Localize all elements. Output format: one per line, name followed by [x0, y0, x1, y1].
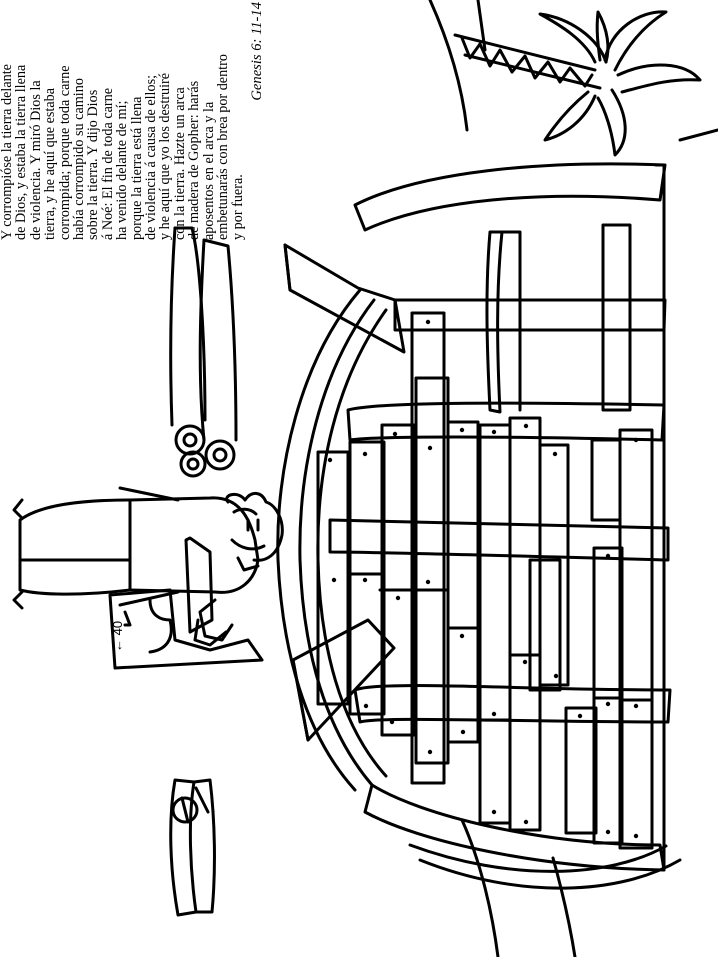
verse-line: de violencia á causa de ellos; — [143, 74, 160, 240]
verse-line: de Dios, y estaba la tierra llena — [13, 64, 30, 240]
verse-line: corrompida; porque toda carne — [56, 65, 73, 240]
verse-line: á Noé: El fin de toda carne — [99, 87, 116, 240]
verse-line: y he aquí que yo los destruiré — [157, 72, 174, 240]
ark-planks — [316, 311, 654, 850]
ground-lines — [428, 0, 718, 957]
small-logs — [169, 778, 216, 917]
bible-verse: Y corrompióse la tierra delante de Dios,… — [0, 0, 310, 240]
verse-line: porque la tierra está llena — [128, 96, 145, 240]
verse-line: ha venido delante de mí; — [114, 100, 131, 240]
plan-label: ← 40 — [110, 621, 125, 652]
verse-line: tierra, y he aquí que estaba — [42, 87, 59, 240]
verse-line: con la tierra. Hazte un arca — [171, 87, 188, 240]
palm-tree — [453, 10, 702, 157]
verse-line: de violencia. Y miró Dios la — [27, 80, 44, 240]
verse-line: y por fuera. — [229, 174, 246, 240]
verse-line: embetunarás con brea por dentro — [215, 54, 232, 240]
verse-line: había corrompido su camino — [71, 78, 88, 240]
verse-line: Y corrompióse la tierra delante — [0, 64, 15, 240]
ark-posts — [485, 163, 666, 872]
verse-line: aposentos en el arca y la — [200, 101, 217, 240]
ark-ramps — [283, 243, 406, 742]
nails — [327, 319, 639, 839]
logs — [169, 226, 238, 478]
verse-line: de madera de Gopher: harás — [186, 80, 203, 240]
verse-reference: Genesis 6: 11-14 — [248, 2, 265, 101]
noah-figure — [12, 486, 284, 670]
verse-line: sobre la tierra. Y dijo Dios — [85, 89, 102, 240]
